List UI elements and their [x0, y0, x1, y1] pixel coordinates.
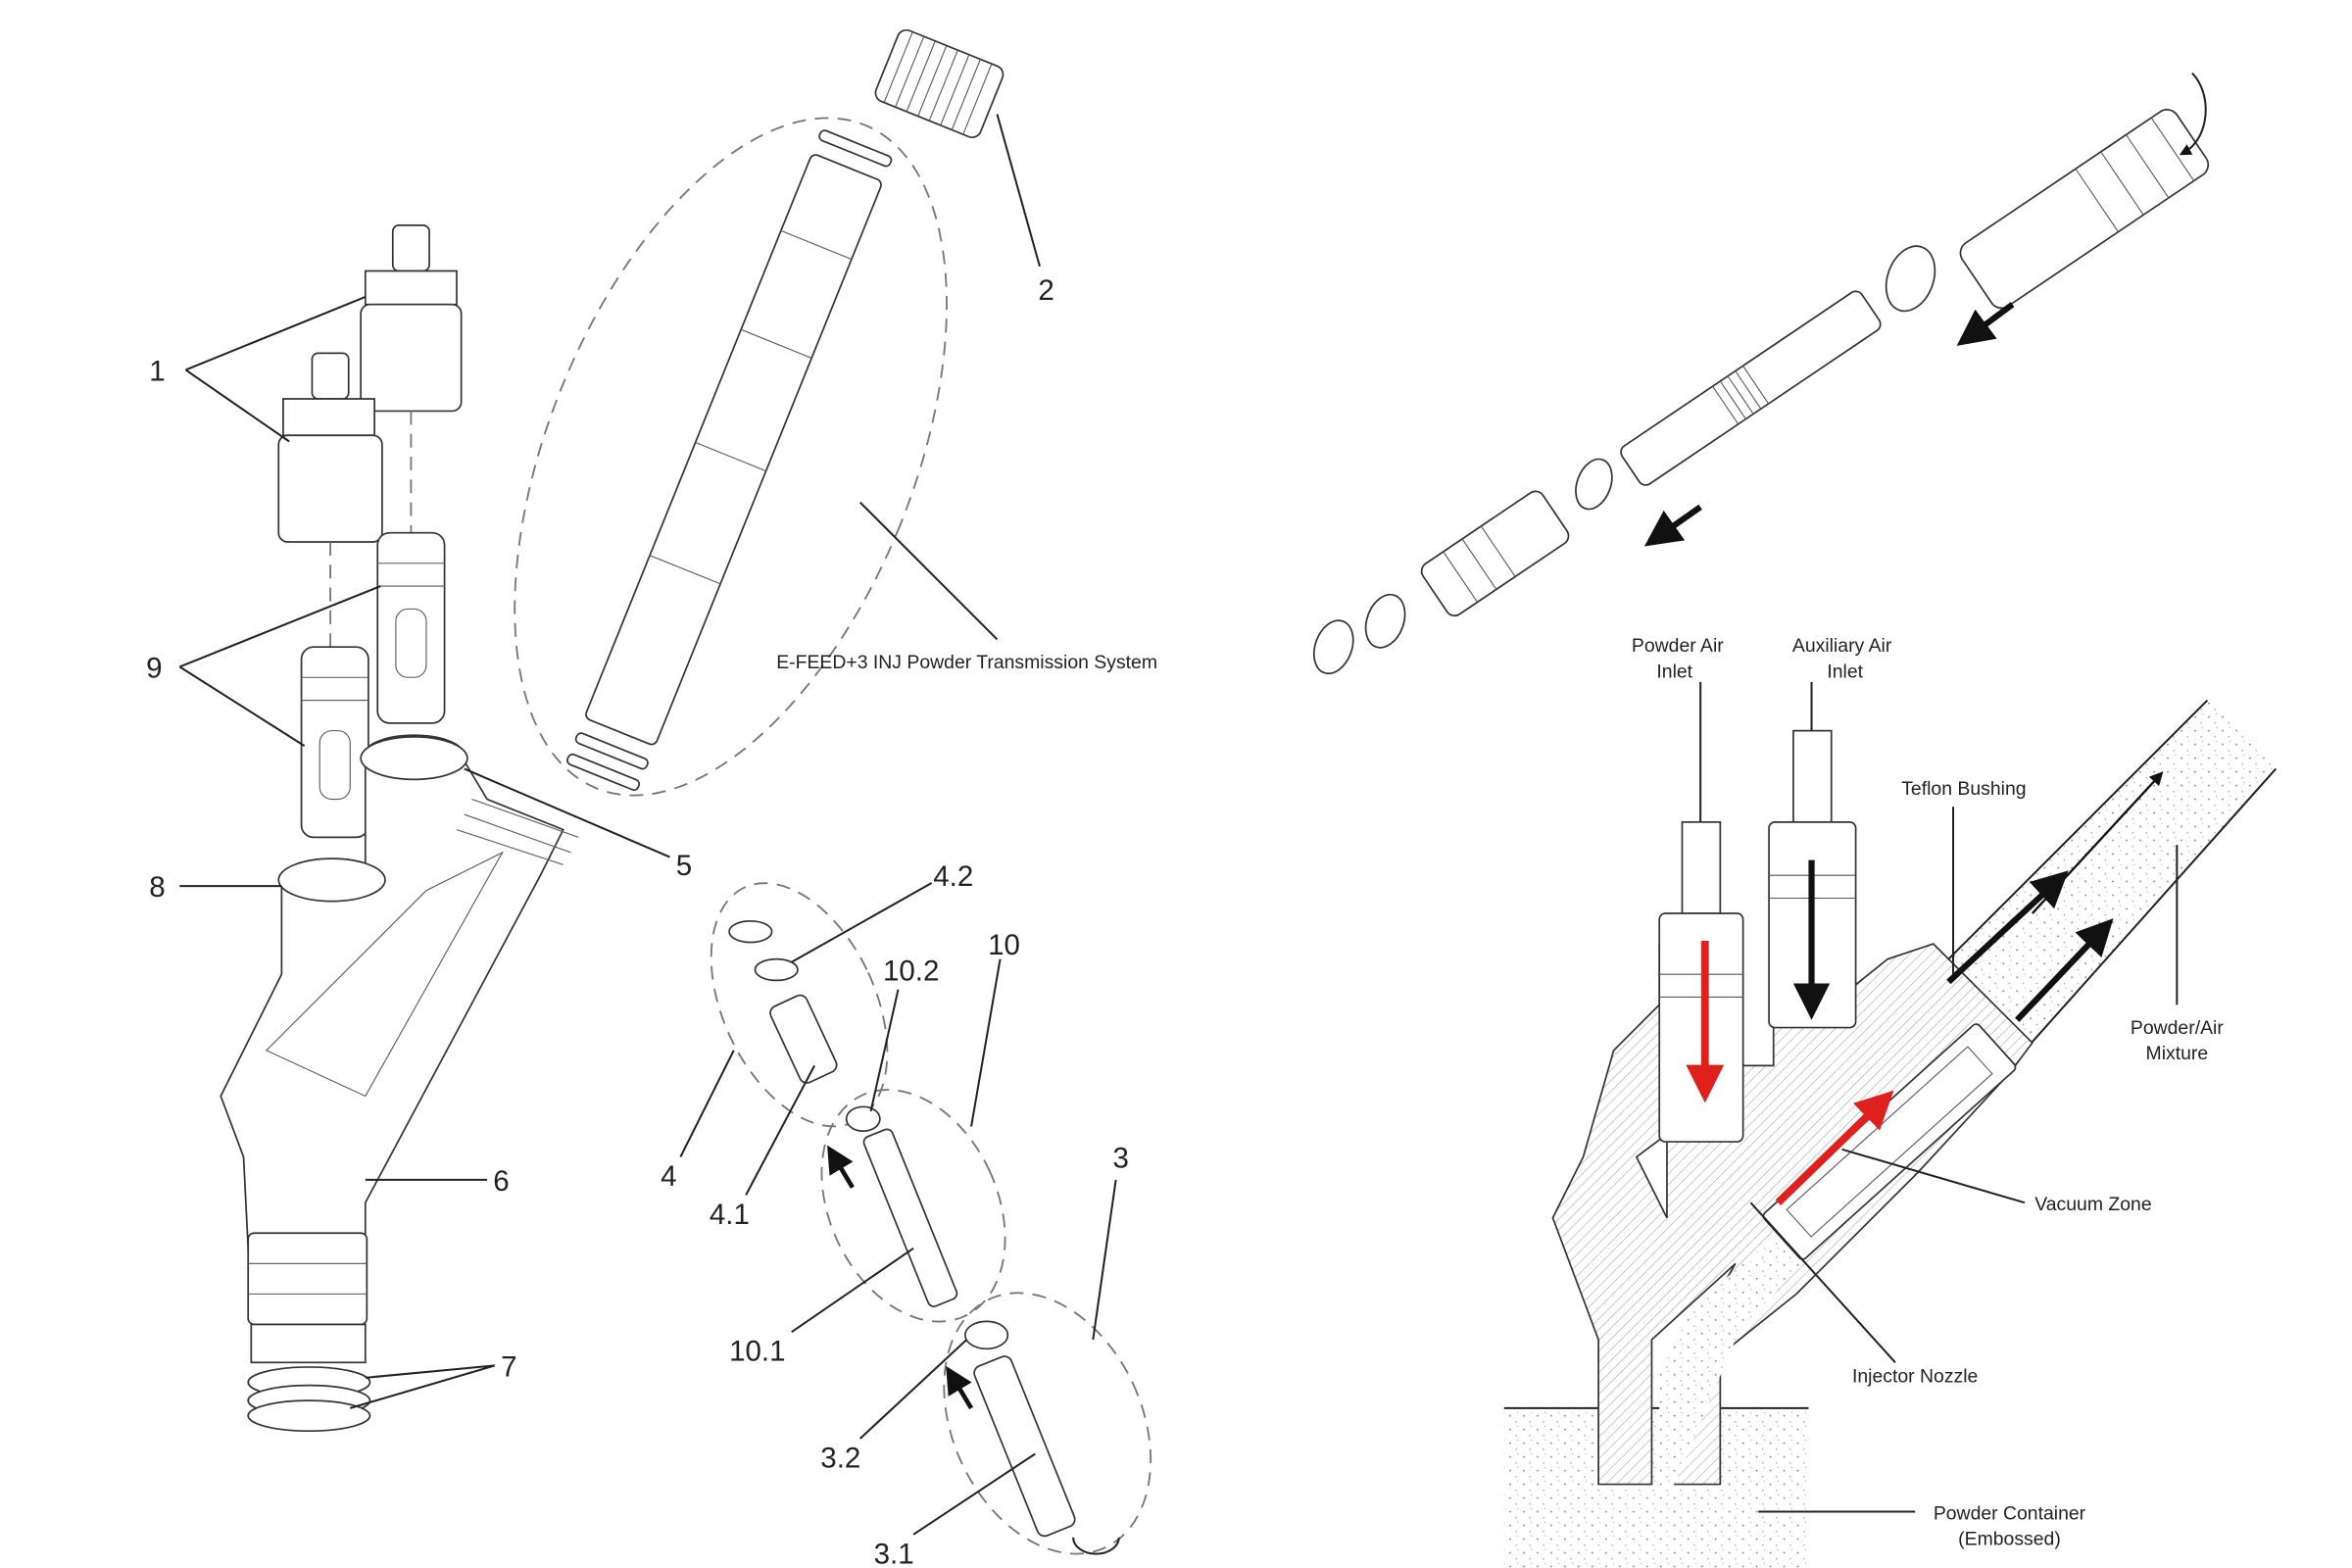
o-rings-7: [247, 1366, 371, 1433]
auxiliary-air-inlet-label-2: Inlet: [1827, 661, 1863, 682]
arrow-icon: [1956, 302, 2015, 346]
callout-10: 10: [988, 929, 1020, 961]
air-inlet-fitting-1: [360, 224, 463, 413]
callout-10-2: 10.2: [883, 955, 939, 987]
callout-4-2: 4.2: [933, 860, 973, 893]
teflon-bushing-label: Teflon Bushing: [1901, 778, 2026, 800]
callout-7: 7: [501, 1350, 516, 1383]
injector-body: [220, 734, 579, 1364]
callout-4: 4: [661, 1160, 676, 1193]
callout-3-1: 3.1: [874, 1538, 914, 1568]
powder-container-label-2: (Embossed): [1958, 1529, 2061, 1550]
powder-air-inlet-label-2: Inlet: [1656, 661, 1692, 682]
callout-4-1: 4.1: [710, 1199, 750, 1231]
aux-flow-arrow: [2014, 918, 2114, 1022]
mixture-flow-arrow: [2031, 771, 2164, 914]
nozzle-exploded-view: [1312, 72, 2210, 675]
callout-6: 6: [493, 1165, 509, 1198]
powder-container: [1503, 1407, 1809, 1568]
aux-flow-arrow: [1946, 870, 2069, 985]
arrow-icon: [1643, 504, 1702, 547]
arrow-icon: [827, 1145, 855, 1189]
powder-air-mixture-label: Powder/Air: [2131, 1017, 2224, 1039]
callout-8: 8: [149, 871, 165, 904]
injector-flow-arrow: [1775, 1090, 1894, 1205]
callout-1: 1: [149, 355, 165, 387]
vacuum-zone-label: Vacuum Zone: [2034, 1194, 2151, 1215]
cross-section-view: Powder Air Inlet Auxiliary Air Inlet Tef…: [1503, 635, 2278, 1568]
powder-air-inlet-label: Powder Air: [1632, 635, 1724, 657]
group-10-outline: [820, 1089, 1006, 1323]
transmission-system-group: [514, 28, 1004, 797]
rotate-arrow-icon: [1072, 1537, 1120, 1555]
callout-3-2: 3.2: [820, 1442, 860, 1474]
air-inlet-fitting-2: [277, 352, 383, 543]
callout-5: 5: [676, 850, 692, 882]
seal-ring-5: [360, 735, 468, 781]
callout-9: 9: [146, 652, 162, 684]
injector-nozzle-label: Injector Nozzle: [1852, 1365, 1978, 1387]
check-valve-1: [376, 531, 446, 724]
rotate-arrow-icon: [2179, 72, 2207, 156]
callout-3: 3: [1113, 1142, 1129, 1174]
callout-2: 2: [1038, 274, 1054, 307]
seal-ring-8: [277, 858, 386, 903]
arrow-icon: [946, 1365, 974, 1410]
powder-air-mixture-label-2: Mixture: [2146, 1043, 2209, 1064]
auxiliary-air-inlet-label: Auxiliary Air: [1792, 635, 1892, 657]
check-valve-2: [300, 646, 369, 839]
cap-2: [874, 28, 1004, 139]
system-label: E-FEED+3 INJ Powder Transmission System: [776, 652, 1157, 673]
leader-lines: [178, 114, 1117, 1536]
group-3-outline: [943, 1292, 1152, 1555]
callout-10-1: 10.1: [729, 1336, 785, 1368]
exploded-view: 1 2 3 3.1 3.2 4 4.1 4.2 5 6 7 8 9 10 10.…: [146, 28, 1157, 1568]
powder-container-label: Powder Container: [1934, 1502, 2086, 1524]
